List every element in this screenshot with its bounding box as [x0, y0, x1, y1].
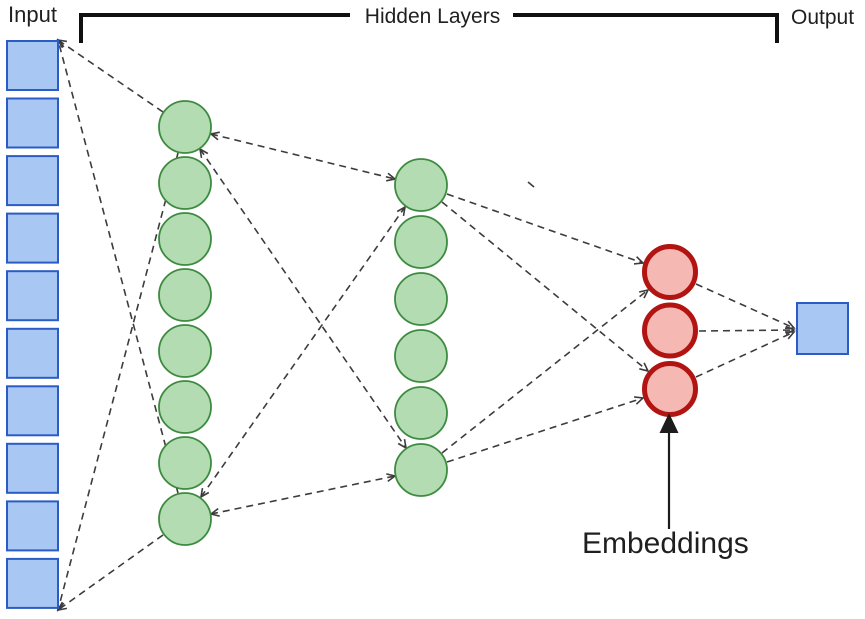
hidden-node	[158, 268, 212, 322]
input-node	[6, 385, 59, 437]
connector-arrowhead	[784, 331, 796, 340]
hidden-layers-label: Hidden Layers	[364, 5, 501, 28]
bracket-right	[513, 13, 779, 43]
embedding-layer	[642, 244, 698, 417]
output-node	[796, 302, 849, 355]
input-node	[6, 500, 59, 552]
input-layer	[6, 40, 59, 609]
embedding-node	[642, 361, 698, 417]
connector-line	[57, 39, 164, 113]
connector-line	[199, 148, 407, 449]
connector-line	[446, 397, 644, 463]
embedding-node	[642, 244, 698, 300]
input-node	[6, 327, 59, 379]
connector-line	[698, 329, 795, 332]
embedding-node	[642, 302, 698, 359]
input-node	[6, 97, 59, 149]
connector-arrowhead	[56, 601, 68, 612]
input-node	[6, 442, 59, 494]
output-layer	[796, 302, 849, 355]
connector-arrowhead	[199, 487, 210, 499]
hidden-node	[394, 443, 448, 497]
hidden-layers-bracket	[79, 13, 779, 43]
input-node	[6, 557, 59, 609]
hidden-layer-2	[394, 158, 448, 497]
connector-arrowhead	[396, 205, 407, 217]
hidden-layer-1	[158, 100, 212, 546]
connector-line	[210, 475, 396, 515]
input-node	[6, 155, 59, 207]
connector-lines	[55, 38, 796, 612]
bracket-left	[79, 13, 350, 43]
embeddings-label: Embeddings	[582, 527, 749, 560]
connector-line	[200, 206, 406, 498]
hidden-node	[158, 156, 212, 210]
connector-line	[57, 534, 164, 611]
output-label: Output	[791, 6, 855, 29]
connector-arrowhead	[639, 288, 650, 299]
connector-arrowhead	[633, 256, 645, 265]
hidden-node	[394, 272, 448, 326]
hidden-node	[394, 158, 448, 212]
connector-arrowhead	[397, 438, 408, 450]
input-label: Input	[8, 2, 57, 27]
arrowhead-icon	[659, 413, 679, 433]
connector-arrowhead	[209, 131, 220, 141]
connector-line	[210, 133, 396, 180]
input-node	[6, 212, 59, 264]
embeddings-arrow	[659, 413, 679, 529]
connector-line	[695, 331, 795, 378]
connector-line	[57, 152, 179, 611]
input-node	[6, 40, 59, 91]
hidden-node	[158, 492, 212, 546]
hidden-node	[394, 386, 448, 440]
connector-arrowhead	[634, 396, 645, 405]
connector-line	[695, 283, 795, 329]
hidden-node	[158, 324, 212, 378]
connector-line	[57, 39, 179, 494]
connector-arrowhead	[639, 362, 650, 373]
hidden-node	[158, 212, 212, 266]
hidden-node	[158, 380, 212, 434]
stray-mark	[527, 181, 535, 188]
hidden-node	[158, 100, 212, 154]
hidden-node	[394, 215, 448, 269]
connector-line	[446, 193, 644, 264]
connector-line	[441, 289, 649, 454]
input-node	[6, 270, 59, 322]
hidden-node	[158, 436, 212, 490]
hidden-node	[394, 329, 448, 383]
connector-line	[441, 201, 649, 372]
